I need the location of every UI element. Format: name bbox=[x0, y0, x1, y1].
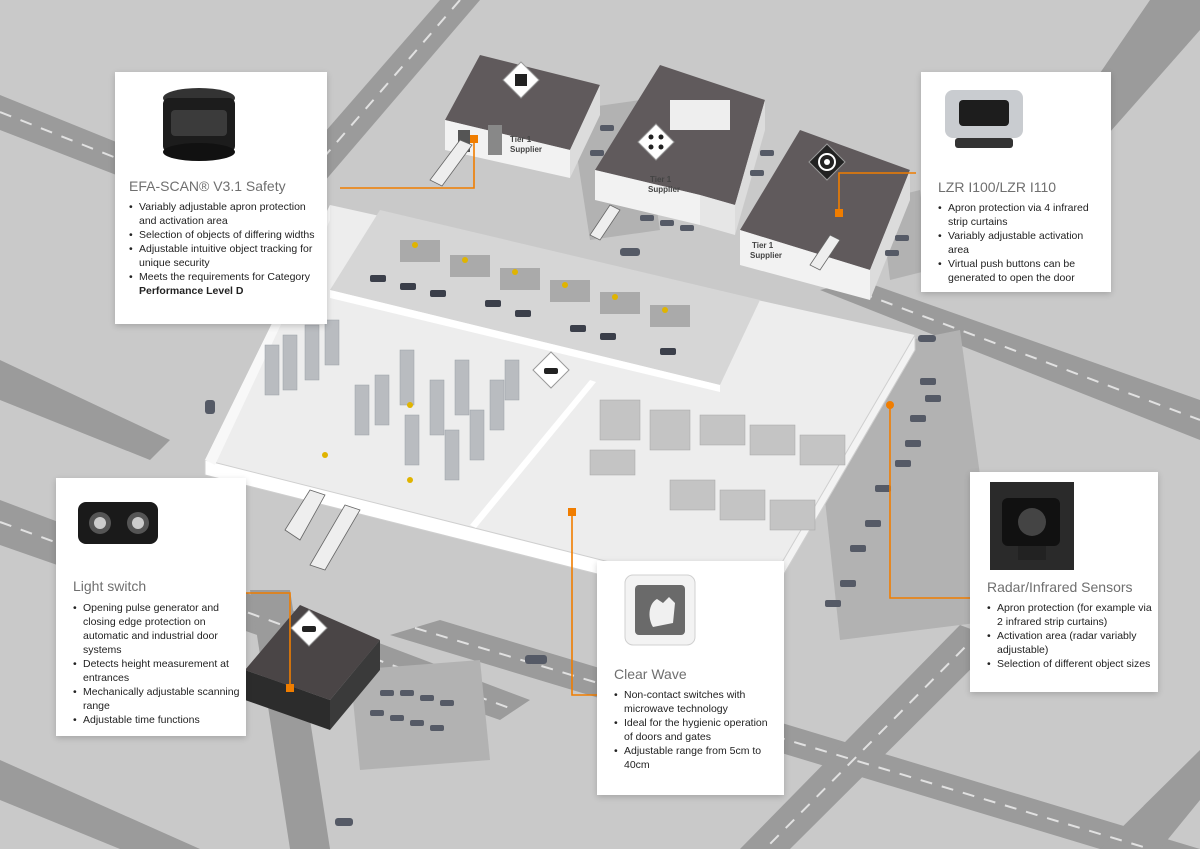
feature-list: Apron protection (for example via 2 infr… bbox=[987, 601, 1152, 671]
svg-text:Supplier: Supplier bbox=[750, 251, 782, 260]
feature-list: Opening pulse generator and closing edge… bbox=[73, 601, 241, 727]
radar-infrared-card: Radar/Infrared Sensors Apron protection … bbox=[970, 472, 1158, 692]
card-title: LZR I100/LZR I110 bbox=[938, 179, 1057, 195]
clear-wave-card: Clear Wave Non-contact switches with mic… bbox=[597, 561, 784, 795]
supplier-building-3 bbox=[740, 130, 910, 300]
robot-arm-icon bbox=[502, 61, 540, 99]
lzr-card: LZR I100/LZR I110 Apron protection via 4… bbox=[921, 72, 1111, 292]
card-title: Light switch bbox=[73, 578, 147, 594]
card-title: Clear Wave bbox=[614, 666, 687, 682]
svg-text:Tier 1: Tier 1 bbox=[752, 241, 774, 250]
light-switch-card: Light switch Opening pulse generator and… bbox=[56, 478, 246, 736]
feature-list: Apron protection via 4 infrared strip cu… bbox=[938, 201, 1104, 285]
car-sensor-icon bbox=[532, 351, 570, 389]
card-title: Radar/Infrared Sensors bbox=[987, 579, 1133, 595]
svg-text:Supplier: Supplier bbox=[510, 145, 542, 154]
feature-list: Variably adjustable apron protection and… bbox=[129, 200, 319, 298]
efa-scan-card: EFA-SCAN® V3.1 Safety Variably adjustabl… bbox=[115, 72, 327, 324]
connector-lines bbox=[246, 139, 970, 696]
assembly-icon bbox=[637, 123, 675, 161]
supplier-building-2 bbox=[595, 65, 765, 235]
main-factory bbox=[204, 205, 916, 617]
feature-list: Non-contact switches with microwave tech… bbox=[614, 688, 778, 772]
scene-icons bbox=[290, 61, 846, 647]
card-title: EFA-SCAN® V3.1 Safety bbox=[129, 178, 286, 194]
supplier-label-1: Tier 1 bbox=[510, 135, 532, 144]
showroom-building bbox=[245, 605, 380, 730]
svg-text:Tier 1: Tier 1 bbox=[650, 175, 672, 184]
radar-sensor-icon bbox=[990, 482, 1074, 570]
lzr-sensor-icon bbox=[945, 90, 1023, 148]
supplier-building-1 bbox=[445, 55, 600, 178]
hand-wave-icon bbox=[624, 574, 696, 646]
wheel-icon bbox=[808, 143, 846, 181]
light-switch-sensor-icon bbox=[78, 502, 158, 544]
svg-text:Supplier: Supplier bbox=[648, 185, 680, 194]
laser-scanner-icon bbox=[163, 88, 235, 161]
car-icon bbox=[290, 609, 328, 647]
trucks bbox=[284, 139, 841, 571]
